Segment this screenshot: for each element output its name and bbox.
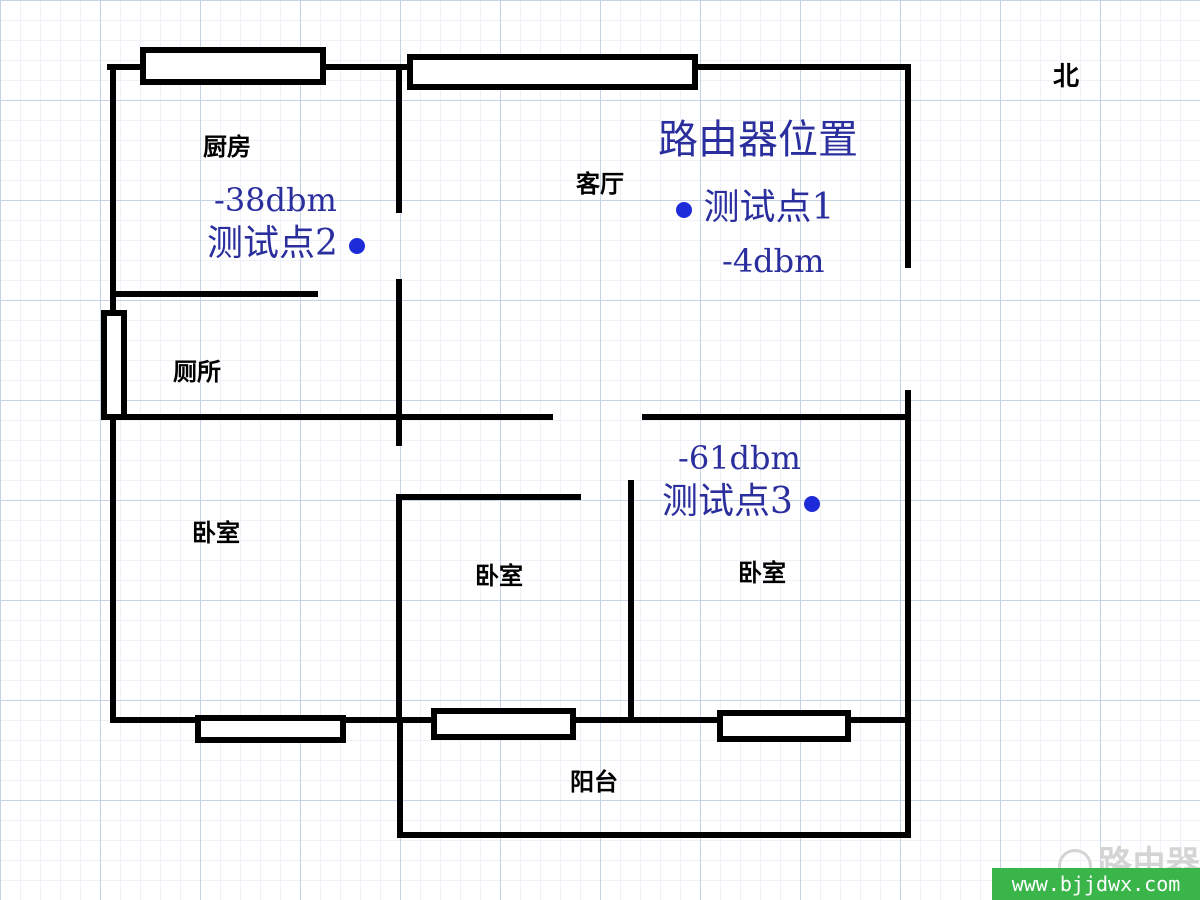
test-point-1: 测试点1 bbox=[676, 190, 834, 226]
room-label-bedroom-left: 卧室 bbox=[192, 519, 240, 547]
test-point-1-dot bbox=[676, 202, 692, 218]
window-bedroom-left bbox=[195, 715, 346, 743]
room-label-kitchen: 厨房 bbox=[203, 133, 251, 161]
window-bedroom-middle bbox=[431, 708, 576, 740]
test-point-1-signal: -4dbm bbox=[722, 242, 825, 280]
room-label-bedroom-middle: 卧室 bbox=[475, 562, 523, 590]
room-label-balcony: 阳台 bbox=[570, 768, 618, 796]
test-point-2-signal: -38dbm bbox=[214, 181, 337, 219]
room-label-living-room: 客厅 bbox=[576, 170, 624, 198]
window-living-room bbox=[407, 54, 698, 90]
test-point-2-name: 测试点2 bbox=[207, 223, 338, 264]
watermark-url: www.bjjdwx.com bbox=[992, 868, 1200, 900]
test-point-3-name: 测试点3 bbox=[662, 481, 793, 522]
window-bedroom-right bbox=[717, 710, 851, 742]
test-point-1-name: 测试点1 bbox=[703, 187, 835, 228]
window-toilet bbox=[101, 310, 127, 420]
router-location-label: 路由器位置 bbox=[658, 117, 858, 163]
window-kitchen bbox=[140, 47, 326, 85]
test-point-3-signal: -61dbm bbox=[678, 439, 801, 477]
test-point-3-dot bbox=[804, 496, 821, 512]
test-point-2-dot bbox=[349, 238, 366, 254]
test-point-2: 测试点2 bbox=[207, 223, 366, 264]
test-point-3: 测试点3 bbox=[662, 481, 821, 522]
room-label-bedroom-right: 卧室 bbox=[738, 559, 786, 587]
room-label-toilet: 厕所 bbox=[173, 358, 221, 386]
north-label: 北 bbox=[1053, 62, 1080, 92]
